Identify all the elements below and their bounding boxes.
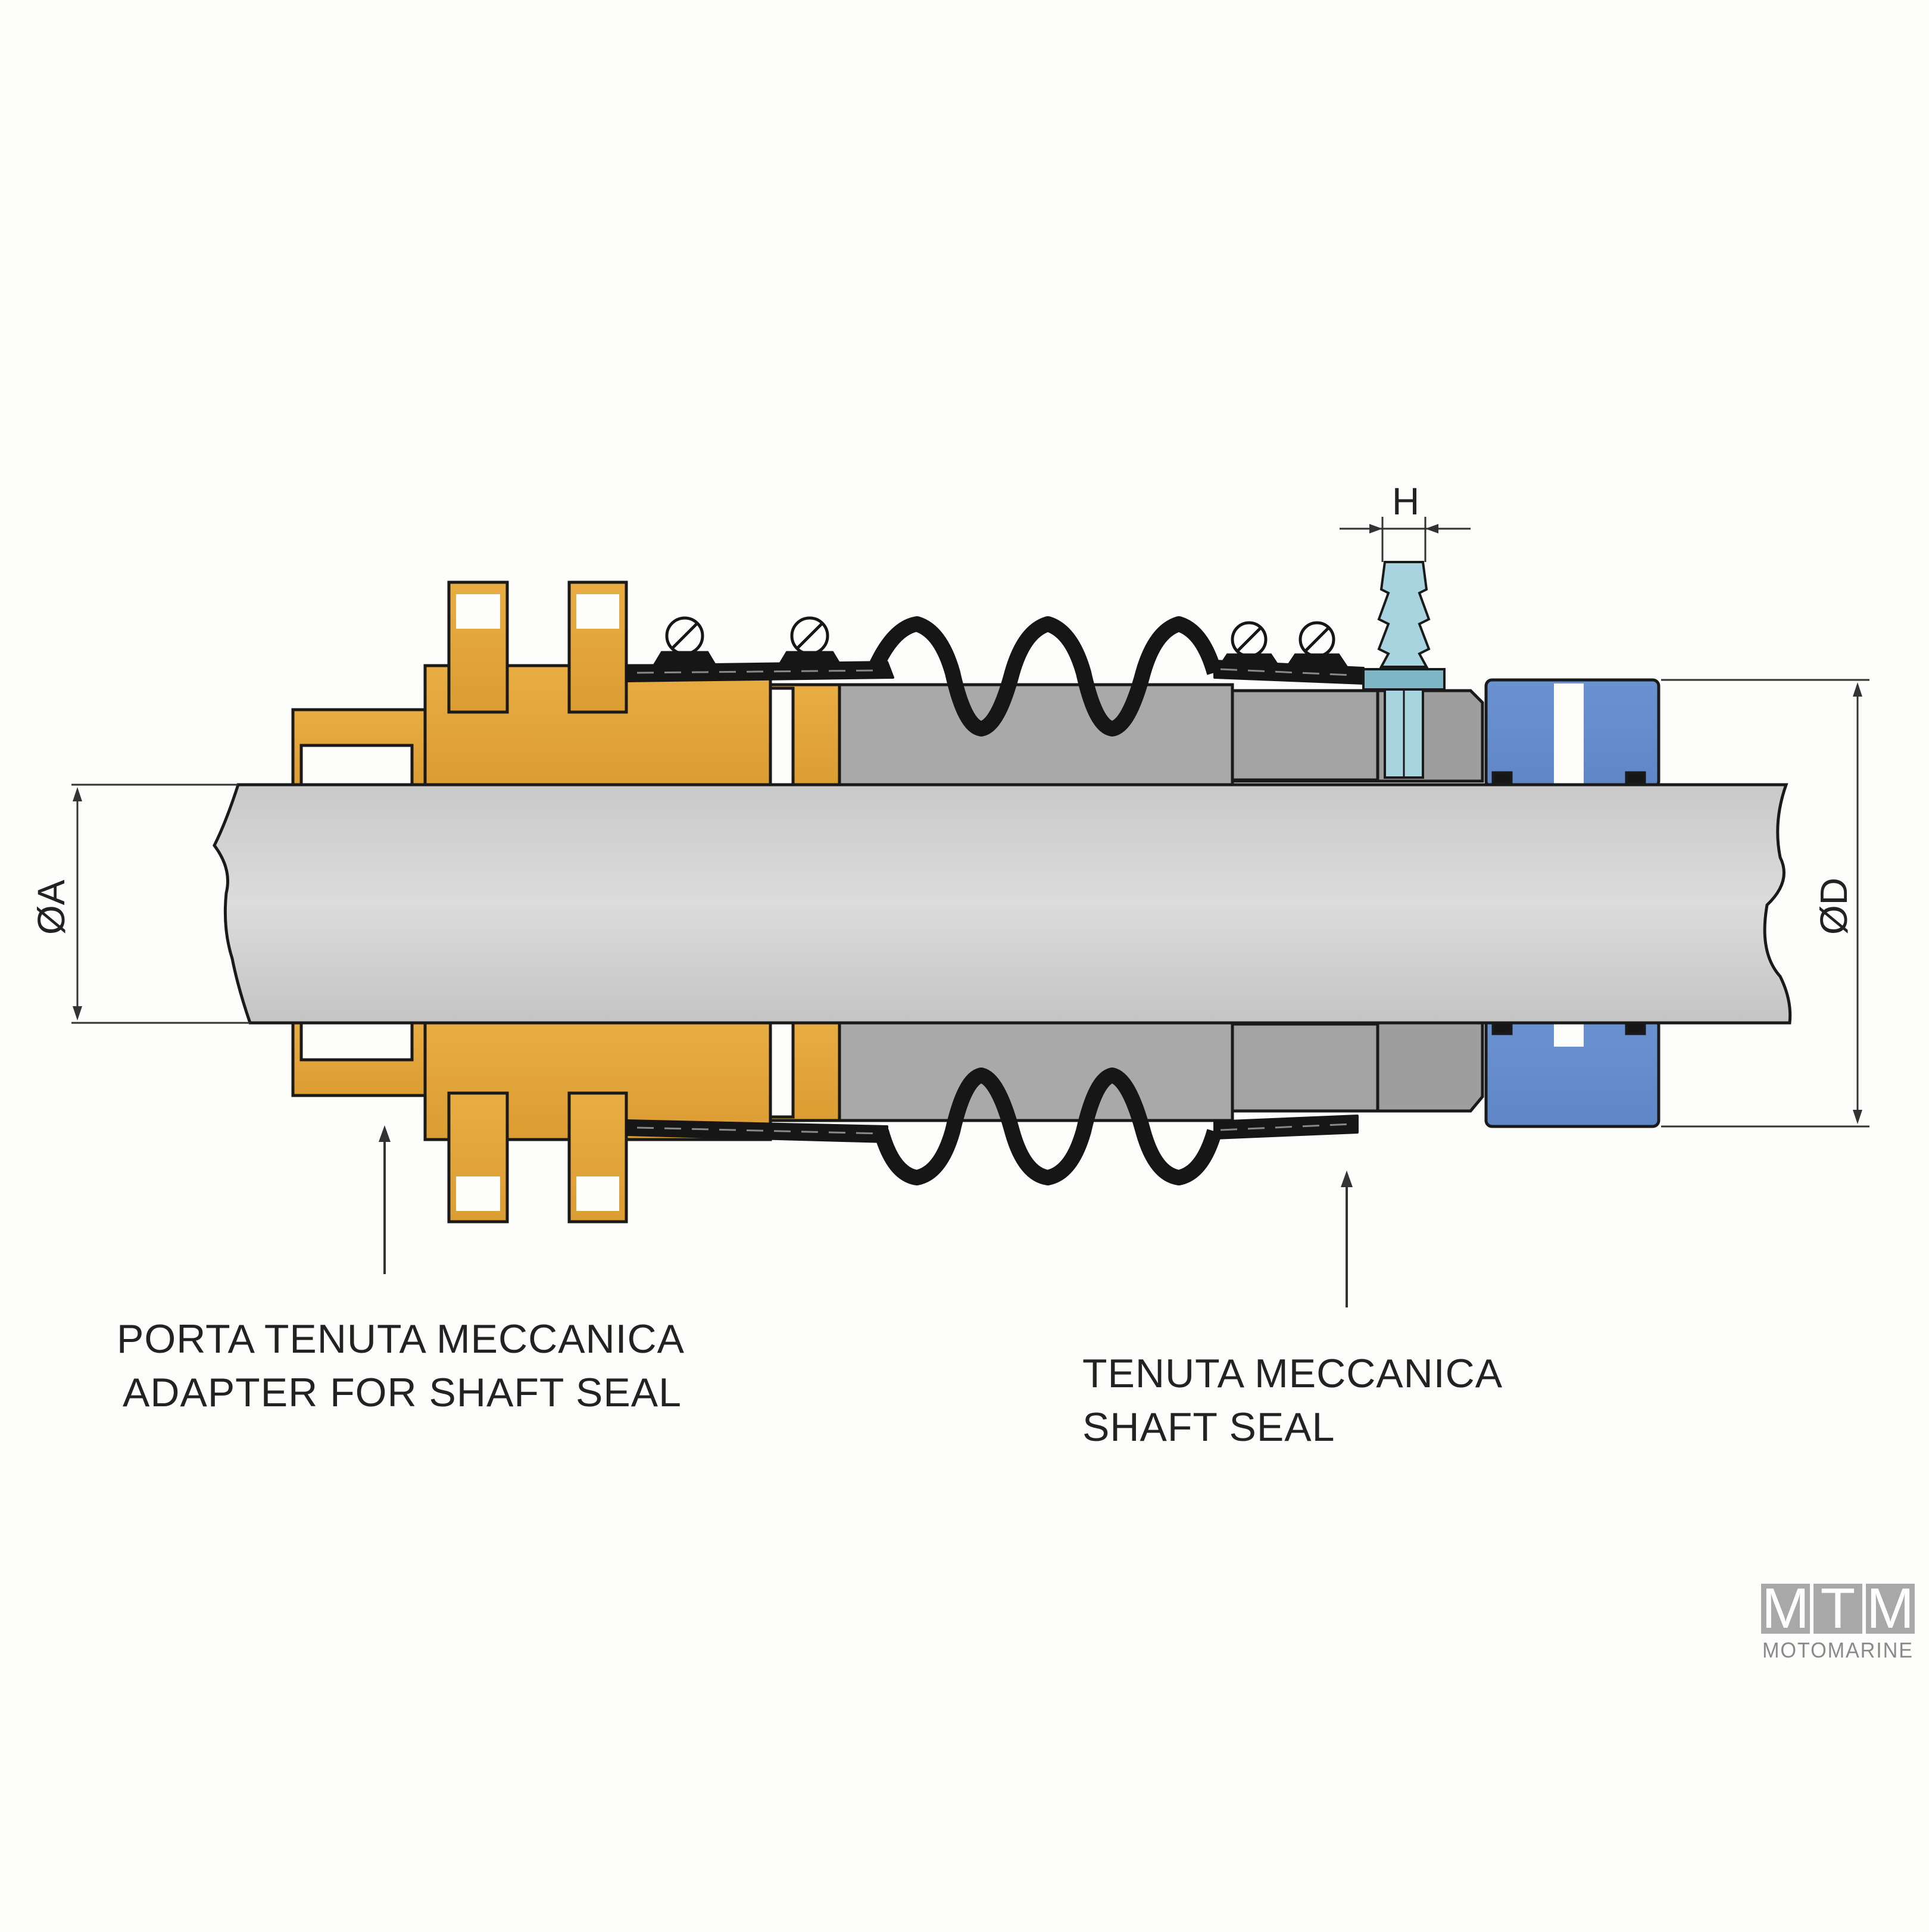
logo-subtitle: MOTOMARINE [1762, 1638, 1914, 1662]
motomarine-logo: M T M MOTOMARINE [1761, 1577, 1915, 1662]
clamp-screw-4 [1285, 621, 1349, 667]
adapter-upper-slot-right [576, 594, 619, 629]
adapter-lower-slot-right [576, 1176, 619, 1211]
adapter-upper-gap [769, 686, 795, 788]
seal-body [838, 683, 1484, 1122]
bearing-upper-seal-left [1491, 771, 1513, 785]
callout-shaft-seal-line1: TENUTA MECCANICA [1082, 1351, 1503, 1396]
bellows-upper-dash [636, 668, 1352, 676]
bellows-lower-dash [636, 1123, 1352, 1135]
seal-upper-face [1231, 689, 1379, 782]
adapter-lower-gap [769, 1018, 795, 1119]
logo-box-m1 [1761, 1584, 1810, 1634]
logo-letter-m2: M [1866, 1577, 1914, 1640]
adapter-lower-lip-inner [299, 1019, 414, 1062]
logo-letter-t: T [1821, 1577, 1856, 1640]
callout-adapter: PORTA TENUTA MECCANICA ADAPTER FOR SHAFT… [117, 1316, 685, 1415]
dimension-diameter-d-label: ØD [1812, 878, 1855, 935]
dimension-height-h [1340, 517, 1471, 562]
clamp-screw-3 [1218, 621, 1281, 667]
clamp-screw-1 [652, 616, 717, 666]
adapter-lower-slot-left [456, 1176, 500, 1211]
bellows-lower-waves [873, 1068, 1222, 1185]
dimension-diameter-a-label: ØA [30, 879, 73, 935]
callout-shaft-seal-line2: SHAFT SEAL [1082, 1404, 1335, 1450]
propeller-shaft [213, 783, 1792, 1025]
water-inlet-nipple [1362, 561, 1446, 779]
seal-lower-face [1231, 1022, 1379, 1113]
adapter-for-shaft-seal [291, 580, 841, 1224]
logo-box-m2 [1866, 1584, 1915, 1634]
rubber-bellows [625, 616, 1365, 1185]
bearing-upper-slot [1554, 683, 1584, 784]
bearing-upper-seal-right [1625, 771, 1646, 785]
dimension-diameter-a [71, 784, 250, 1024]
callout-shaft-seal: TENUTA MECCANICA SHAFT SEAL [1082, 1351, 1503, 1450]
nipple-hex [1362, 668, 1446, 691]
adapter-upper-lip-inner [299, 744, 414, 786]
dimension-diameter-d [1661, 679, 1869, 1128]
callout-adapter-line1: PORTA TENUTA MECCANICA [117, 1316, 685, 1362]
hose-clamp-screws [652, 616, 1349, 667]
logo-box-t [1813, 1584, 1862, 1634]
dimension-height-h-label: H [1392, 480, 1419, 523]
bellows-upper-waves [868, 616, 1222, 736]
nipple-barbs [1377, 561, 1431, 668]
callout-adapter-line2: ADAPTER FOR SHAFT SEAL [123, 1370, 682, 1415]
logo-letter-m1: M [1762, 1577, 1809, 1640]
bearing-lower-seal-left [1491, 1021, 1513, 1035]
seal-lower-sleeve [838, 1018, 1234, 1122]
adapter-upper-slot-left [456, 594, 500, 629]
bearing-lower-seal-right [1625, 1021, 1646, 1035]
clamp-screw-2 [777, 616, 842, 666]
bearing-lower-slot [1554, 1023, 1584, 1047]
seal-upper-sleeve [838, 683, 1234, 788]
callout-arrows [379, 1125, 1353, 1307]
